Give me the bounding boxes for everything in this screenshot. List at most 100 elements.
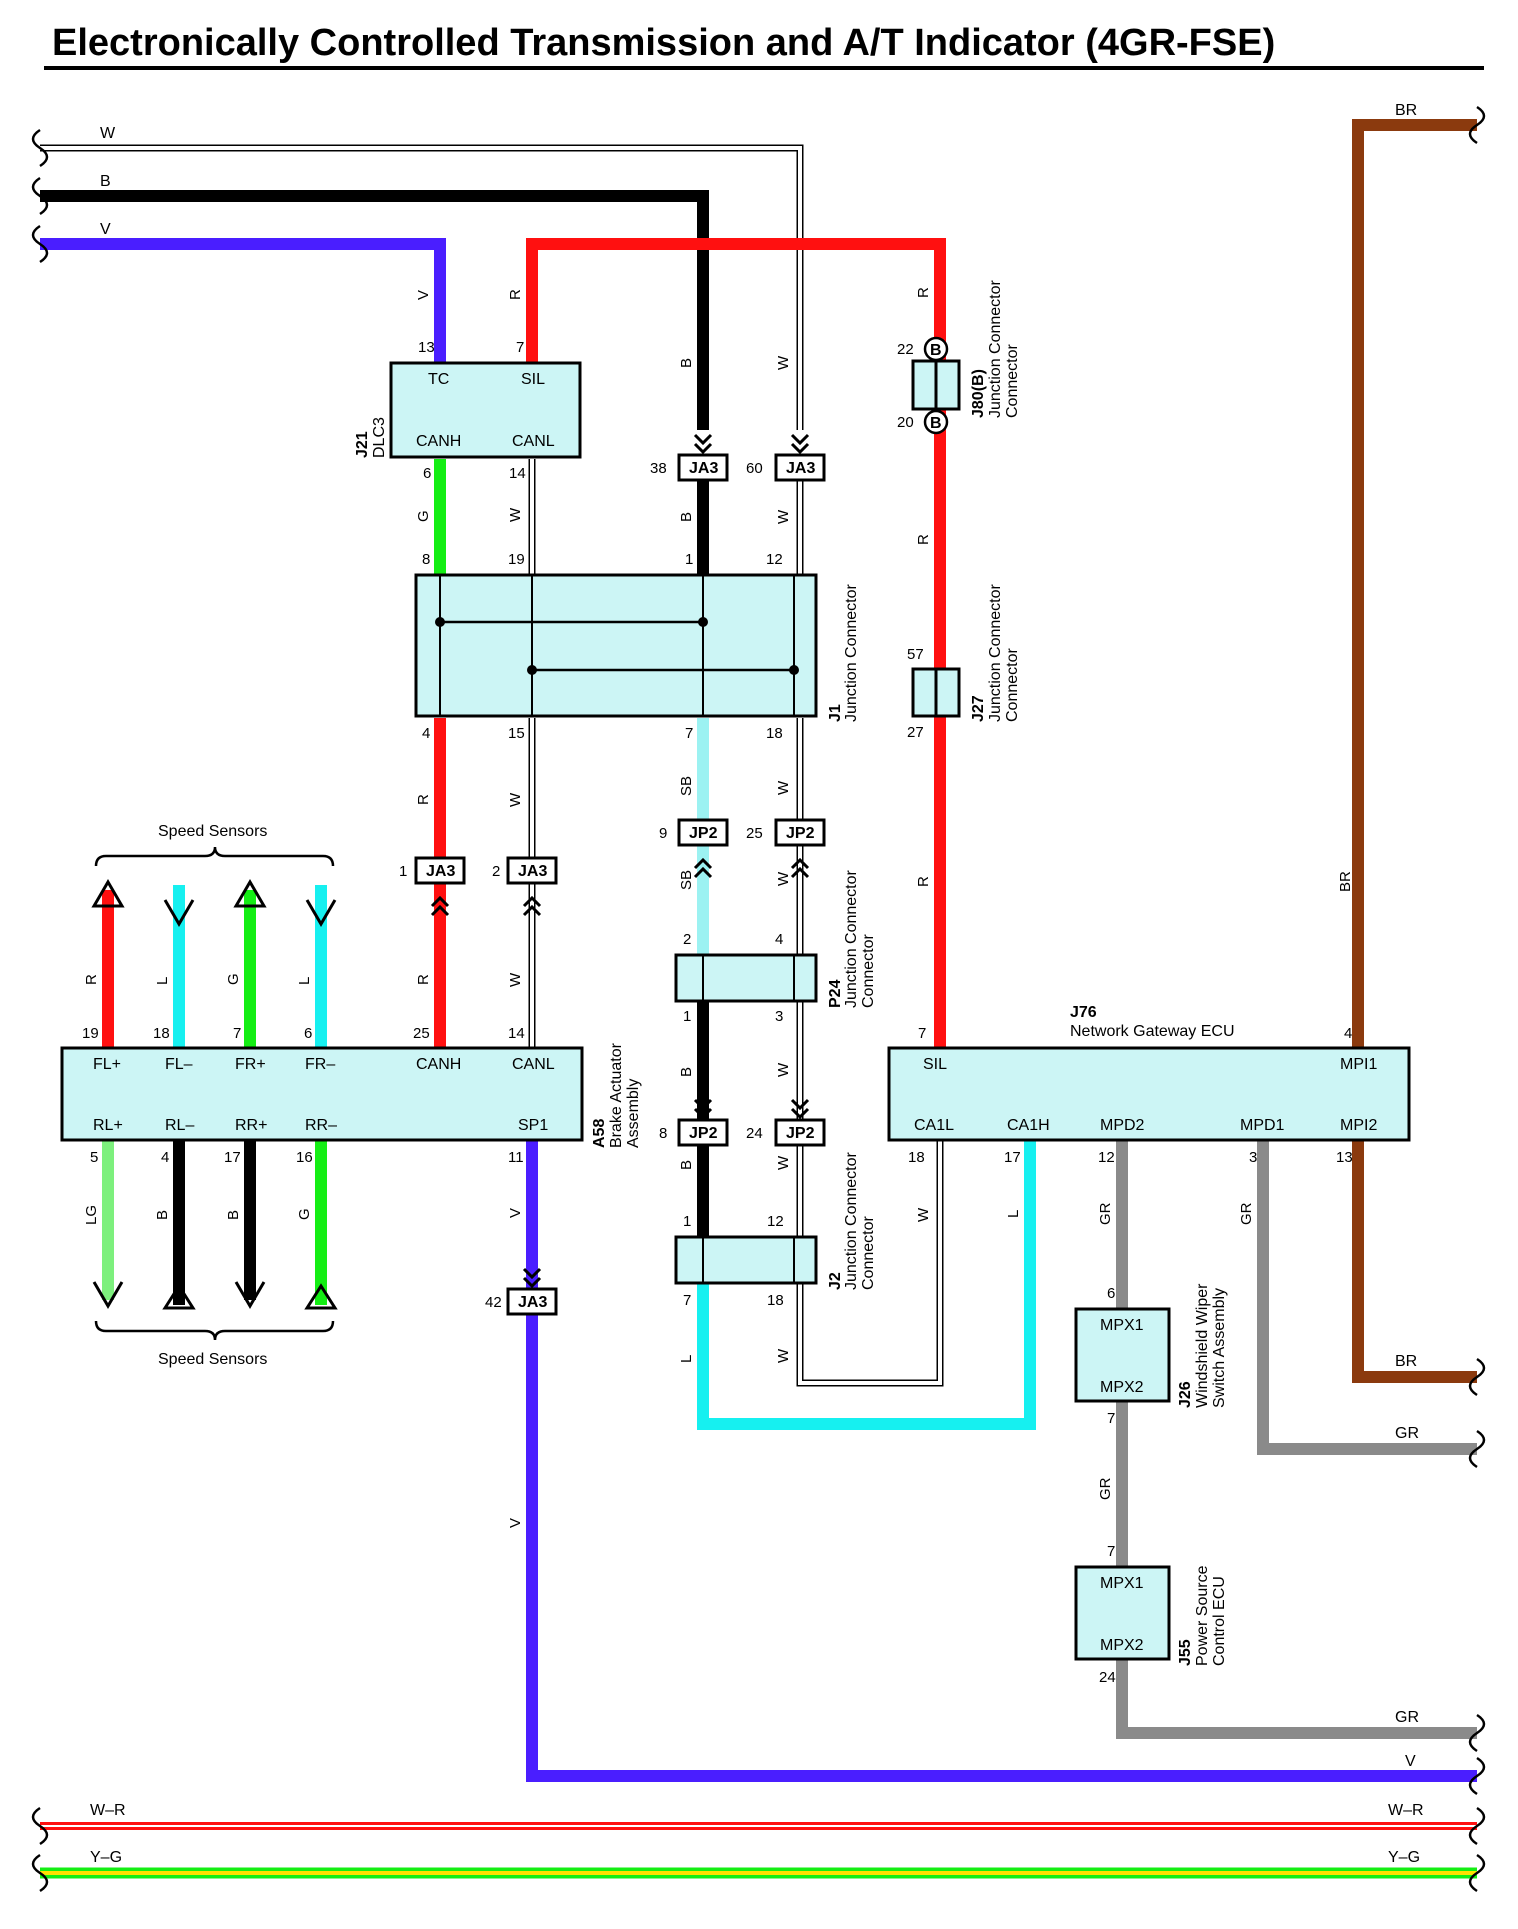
wire-label: V (100, 221, 111, 238)
svg-text:J2: J2 (827, 1272, 844, 1290)
svg-text:CANH: CANH (416, 433, 461, 450)
svg-text:15: 15 (508, 725, 525, 742)
svg-text:Junction Connector: Junction Connector (987, 583, 1004, 722)
svg-text:R: R (415, 974, 432, 985)
wire-gr-mpd1 (1257, 1141, 1477, 1455)
page-title: Electronically Controlled Transmission a… (52, 22, 1275, 64)
j27-junction-connector: 57 27 J27 Junction Connector Connector (907, 583, 1021, 741)
svg-text:B: B (678, 358, 695, 368)
wire-l-ca1h (697, 1141, 1036, 1430)
svg-text:Control ECU: Control ECU (1211, 1576, 1228, 1666)
svg-text:R: R (415, 794, 432, 805)
inline-connector-jp2-24: JP2 24 (746, 1098, 826, 1147)
svg-text:B: B (154, 1210, 171, 1220)
p24-junction-connector: 2 4 1 3 P24 Junction Connector Connector (674, 869, 877, 1025)
svg-text:24: 24 (746, 1125, 763, 1142)
svg-text:L: L (154, 977, 171, 985)
svg-text:V: V (507, 1518, 524, 1528)
wire-label: W (100, 125, 116, 142)
svg-text:FR–: FR– (305, 1056, 335, 1073)
svg-text:6: 6 (423, 465, 431, 482)
wire-w-ca1l (798, 1141, 942, 1385)
j80-junction-connector: B B 22 20 J80(B) Junction Connector Conn… (897, 279, 1021, 435)
svg-text:JP2: JP2 (786, 825, 815, 842)
j1-junction-connector: 8 19 1 12 4 15 7 18 J1 Junction Connecto… (414, 551, 860, 742)
svg-text:Switch Assembly: Switch Assembly (1211, 1288, 1228, 1408)
wire-label: V (1405, 1753, 1416, 1770)
svg-text:GR: GR (1097, 1477, 1114, 1500)
svg-text:GR: GR (1238, 1202, 1255, 1225)
wire-v-sp1 (526, 1141, 1477, 1782)
svg-text:24: 24 (1099, 1669, 1116, 1686)
svg-text:7: 7 (683, 1292, 691, 1309)
svg-text:SP1: SP1 (518, 1117, 548, 1134)
speed-sensors-bottom: Speed Sensors (92, 1281, 338, 1368)
svg-text:Connector: Connector (860, 934, 877, 1008)
fl-plus-arrow (91, 879, 125, 908)
svg-text:Junction Connector: Junction Connector (987, 279, 1004, 418)
svg-text:MPX1: MPX1 (1100, 1575, 1144, 1592)
svg-text:W: W (507, 972, 524, 987)
svg-text:1: 1 (399, 863, 407, 880)
svg-text:P24: P24 (827, 979, 844, 1008)
svg-text:JA3: JA3 (518, 863, 547, 880)
svg-text:JA3: JA3 (426, 863, 455, 880)
svg-text:Speed Sensors: Speed Sensors (158, 823, 267, 840)
svg-text:13: 13 (1336, 1149, 1353, 1166)
svg-text:J80(B): J80(B) (970, 369, 987, 418)
svg-text:5: 5 (90, 1149, 98, 1166)
svg-text:19: 19 (508, 551, 525, 568)
svg-text:G: G (296, 1208, 313, 1220)
inline-connector-jp2-25: JP2 25 (746, 818, 826, 879)
svg-text:J55: J55 (1177, 1639, 1194, 1666)
wire-label: GR (1395, 1709, 1419, 1726)
svg-text:J76: J76 (1070, 1004, 1097, 1021)
svg-text:CANL: CANL (512, 433, 555, 450)
svg-text:SIL: SIL (923, 1056, 947, 1073)
svg-text:60: 60 (746, 460, 763, 477)
svg-text:BR: BR (1337, 871, 1354, 892)
svg-text:SB: SB (678, 776, 695, 796)
svg-text:7: 7 (918, 1025, 926, 1042)
wire-b-top (40, 190, 709, 430)
svg-text:B: B (225, 1210, 242, 1220)
svg-text:W: W (775, 1062, 792, 1077)
svg-text:W: W (775, 509, 792, 524)
svg-text:DLC3: DLC3 (371, 417, 388, 458)
svg-text:Connector: Connector (860, 1216, 877, 1290)
svg-text:2: 2 (683, 931, 691, 948)
svg-text:MPI1: MPI1 (1340, 1056, 1377, 1073)
svg-text:3: 3 (775, 1008, 783, 1025)
svg-text:CA1H: CA1H (1007, 1117, 1050, 1134)
svg-text:JA3: JA3 (689, 460, 718, 477)
svg-text:17: 17 (1004, 1149, 1021, 1166)
svg-text:18: 18 (153, 1025, 170, 1042)
svg-text:13: 13 (418, 339, 435, 356)
wire-label: GR (1395, 1425, 1419, 1442)
rr-minus-arrow (304, 1283, 338, 1310)
svg-text:J1: J1 (827, 704, 844, 722)
svg-text:Brake Actuator: Brake Actuator (608, 1042, 625, 1148)
svg-text:G: G (415, 510, 432, 522)
svg-text:R: R (915, 876, 932, 887)
svg-text:Network Gateway ECU: Network Gateway ECU (1070, 1023, 1235, 1040)
svg-text:3: 3 (1249, 1149, 1257, 1166)
svg-text:14: 14 (508, 1025, 525, 1042)
svg-text:25: 25 (413, 1025, 430, 1042)
svg-text:9: 9 (659, 825, 667, 842)
svg-text:L: L (1005, 1210, 1022, 1218)
svg-text:V: V (507, 1208, 524, 1218)
rl-plus-arrow (92, 1281, 124, 1309)
svg-text:7: 7 (1107, 1410, 1115, 1427)
svg-text:8: 8 (422, 551, 430, 568)
svg-text:LG: LG (83, 1205, 100, 1225)
svg-text:SIL: SIL (521, 371, 545, 388)
fr-minus-arrow (305, 899, 337, 927)
svg-text:B: B (678, 1067, 695, 1077)
svg-text:7: 7 (1107, 1543, 1115, 1560)
wire-gr-power (1116, 1660, 1477, 1739)
svg-text:MPI2: MPI2 (1340, 1117, 1377, 1134)
svg-text:G: G (225, 973, 242, 985)
wire-label: W–R (90, 1802, 126, 1819)
svg-text:W: W (507, 507, 524, 522)
